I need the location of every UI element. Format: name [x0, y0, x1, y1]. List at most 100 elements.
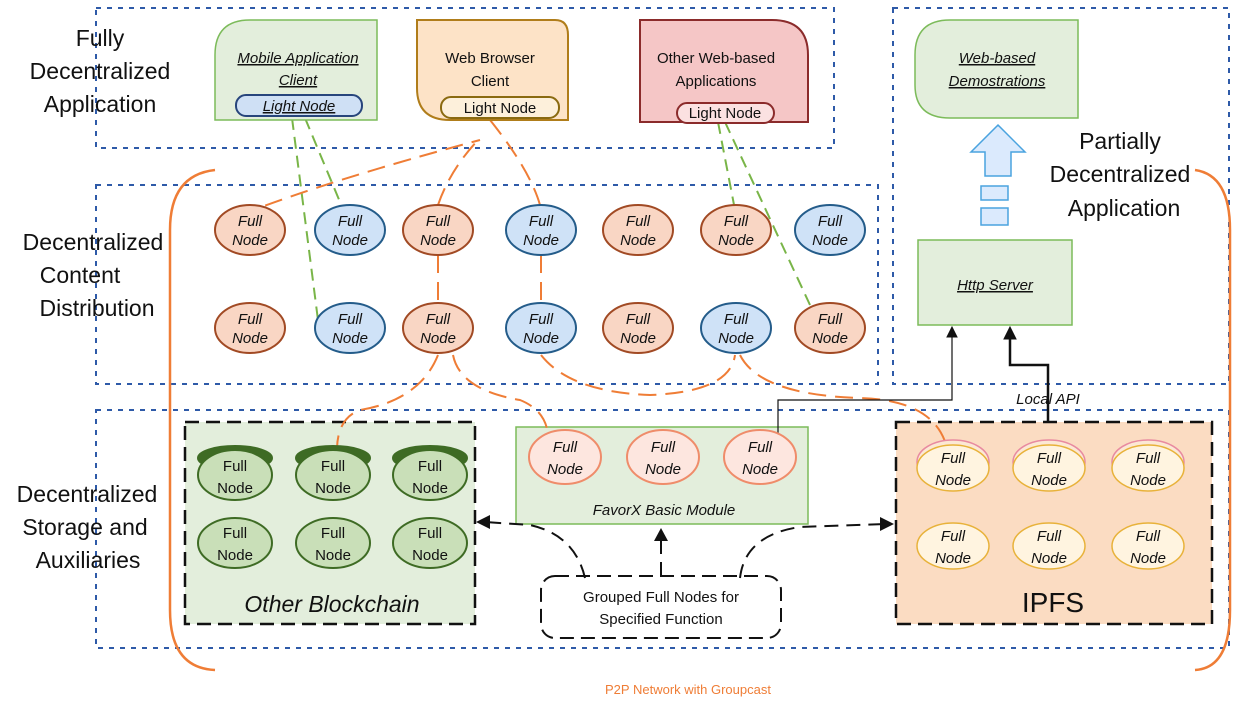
node-label-line2: Node — [217, 480, 253, 497]
node-label-line1: Full — [418, 525, 442, 542]
node-label-line1: Full — [321, 458, 345, 475]
node-label-line2: Node — [420, 232, 456, 249]
full-node-c8[interactable] — [214, 302, 286, 354]
fully-layer-title-1: Fully — [76, 25, 125, 51]
mobile-green-link-2 — [304, 117, 341, 203]
node-label-line1: Full — [418, 458, 442, 475]
full-node-c7[interactable] — [794, 204, 866, 256]
node-label-line1: Full — [338, 311, 363, 328]
full-node-f2[interactable] — [626, 429, 700, 485]
node-label-line1: Full — [941, 450, 966, 467]
mobile-client-title-1: Mobile Application — [237, 50, 358, 67]
node-label-line2: Node — [1031, 550, 1067, 567]
favorx-module-label: FavorX Basic Module — [593, 502, 736, 519]
node-label-line1: Full — [223, 525, 247, 542]
partial-layer-boundary — [892, 7, 1230, 385]
full-node-c10[interactable] — [402, 302, 474, 354]
node-label-line2: Node — [315, 547, 351, 564]
node-label-line2: Node — [620, 330, 656, 347]
storage-layer-title-3: Auxiliaries — [36, 547, 141, 573]
grouped-nodes-box — [540, 575, 782, 639]
lower-3-to-favorx — [452, 354, 549, 435]
other-green-link-1 — [717, 121, 736, 211]
node-label-line1: Full — [321, 525, 345, 542]
full-node-b3[interactable] — [392, 449, 468, 501]
web-client-shape[interactable] — [416, 19, 569, 121]
full-node-b5[interactable] — [295, 517, 371, 569]
web-to-node-3 — [437, 139, 479, 206]
node-label-line2: Node — [1130, 550, 1166, 567]
demo-title-2: Demostrations — [949, 73, 1046, 90]
grouped-to-ipfs-link — [739, 523, 886, 579]
full-node-c11[interactable] — [505, 302, 577, 354]
full-node-i6[interactable] — [1111, 522, 1185, 570]
node-label-line1: Full — [1136, 528, 1161, 545]
http-server-box[interactable] — [917, 239, 1073, 326]
full-node-c12[interactable] — [602, 302, 674, 354]
full-node-c1[interactable] — [214, 204, 286, 256]
other-apps-shape[interactable] — [639, 19, 809, 123]
other-light-node-badge[interactable] — [676, 102, 775, 124]
full-node-f3[interactable] — [723, 429, 797, 485]
node-label-line1: Full — [553, 439, 578, 456]
node-label-line1: Full — [818, 213, 843, 230]
full-node-c4[interactable] — [505, 204, 577, 256]
local-api-arrowhead — [1003, 325, 1017, 340]
storage-layer-boundary — [95, 409, 1230, 649]
other-green-link-2 — [724, 121, 811, 306]
full-node-c6[interactable] — [700, 204, 772, 256]
full-node-i4[interactable] — [916, 522, 990, 570]
mobile-light-node-badge[interactable] — [235, 94, 363, 117]
lower-3-to-blockchain — [336, 354, 439, 449]
p2p-network-label: P2P Network with Groupcast — [605, 682, 771, 697]
web-client-title-2: Client — [471, 73, 510, 90]
fully-layer-title-3: Application — [44, 91, 157, 117]
full-node-i3[interactable] — [1111, 444, 1185, 492]
node-label-line2: Node — [412, 480, 448, 497]
full-node-b2[interactable] — [295, 449, 371, 501]
full-node-b4[interactable] — [197, 517, 273, 569]
node-label-line2: Node — [935, 550, 971, 567]
full-node-b1[interactable] — [197, 449, 273, 501]
demo-shape[interactable] — [914, 19, 1079, 119]
other-blockchain-label: Other Blockchain — [244, 591, 419, 617]
partial-layer-title-1: Partially — [1079, 128, 1161, 154]
other-apps-title-1: Other Web-based — [657, 50, 775, 67]
full-node-f1[interactable] — [528, 429, 602, 485]
content-layer-title-2: Content — [40, 262, 121, 288]
storage-layer-title-1: Decentralized — [17, 481, 158, 507]
node-label-line2: Node — [232, 330, 268, 347]
node-label-line2: Node — [217, 547, 253, 564]
full-node-c13[interactable] — [700, 302, 772, 354]
full-node-i2[interactable] — [1012, 444, 1086, 492]
node-label-line2: Node — [332, 330, 368, 347]
full-node-i1[interactable] — [916, 444, 990, 492]
full-node-i5[interactable] — [1012, 522, 1086, 570]
node-label-line2: Node — [812, 232, 848, 249]
demo-title-1: Web-based — [959, 50, 1036, 67]
node-label-line2: Node — [523, 330, 559, 347]
web-to-node-1 — [239, 139, 481, 216]
node-label-line1: Full — [626, 213, 651, 230]
grouped-label-1: Grouped Full Nodes for — [583, 589, 739, 606]
fully-layer-boundary — [95, 7, 835, 149]
mobile-green-link-1 — [291, 117, 319, 321]
content-layer-boundary — [95, 184, 879, 385]
web-light-node-badge[interactable] — [440, 96, 560, 119]
node-label-line1: Full — [651, 439, 676, 456]
full-node-c3[interactable] — [402, 204, 474, 256]
full-node-c9[interactable] — [314, 302, 386, 354]
full-node-c5[interactable] — [602, 204, 674, 256]
node-label-line2: Node — [1031, 472, 1067, 489]
node-label-line2: Node — [547, 461, 583, 478]
full-node-c14[interactable] — [794, 302, 866, 354]
node-label-line1: Full — [724, 213, 749, 230]
ipfs-arrowhead — [880, 517, 894, 531]
node-label-line1: Full — [1037, 528, 1062, 545]
full-node-b6[interactable] — [392, 517, 468, 569]
node-label-line1: Full — [529, 213, 554, 230]
full-node-c2[interactable] — [314, 204, 386, 256]
web-light-node-label: Light Node — [464, 100, 537, 117]
partial-layer-title-2: Decentralized — [1050, 161, 1191, 187]
